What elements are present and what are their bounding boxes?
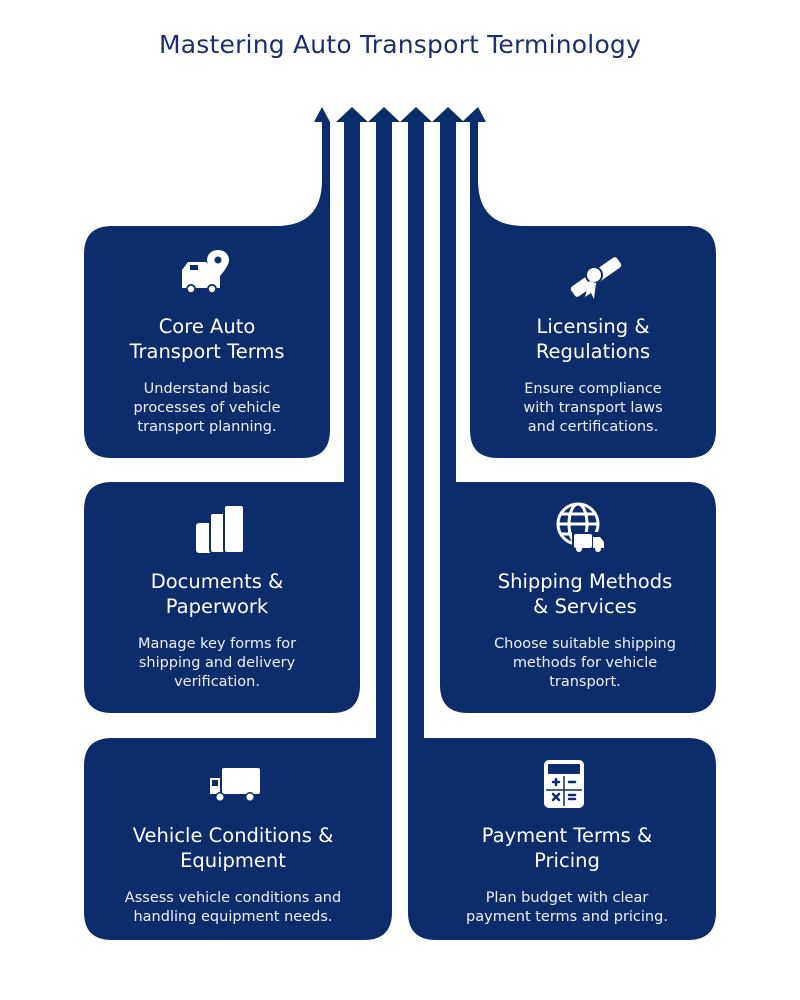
card-documents: Documents & Paperwork Manage key forms f… (88, 569, 346, 692)
card-documents-shape (84, 107, 368, 713)
certificate-diploma-icon (570, 257, 622, 299)
card-vehicle-description: Assess vehicle conditions and handling e… (124, 890, 342, 925)
car-location-pin-icon (182, 250, 229, 294)
documents-stack-icon (196, 504, 245, 554)
card-licensing: Licensing & Regulations Ensure complianc… (476, 314, 710, 437)
card-core: Core Auto Transport Terms Understand bas… (90, 314, 324, 437)
card-licensing-title: Licensing & Regulations (535, 315, 651, 363)
card-shipping-description: Choose suitable shipping methods for veh… (494, 636, 676, 690)
card-licensing-description: Ensure compliance with transport laws an… (523, 381, 663, 435)
card-documents-description: Manage key forms for shipping and delive… (137, 636, 297, 690)
card-shipping-title: Shipping Methods & Services (497, 570, 673, 618)
card-payment: Payment Terms & Pricing Plan budget with… (422, 823, 712, 927)
calculator-icon (544, 760, 584, 808)
card-vehicle-title: Vehicle Conditions & Equipment (132, 824, 334, 872)
globe-truck-icon (556, 502, 604, 552)
card-payment-description: Plan budget with clear payment terms and… (466, 890, 668, 925)
diagram-title: Mastering Auto Transport Terminology (158, 30, 642, 59)
card-documents-title: Documents & Paperwork (150, 570, 284, 618)
card-core-title: Core Auto Transport Terms (129, 315, 285, 363)
card-core-description: Understand basic processes of vehicle tr… (133, 381, 281, 435)
card-shipping-shape (432, 107, 716, 713)
card-vehicle: Vehicle Conditions & Equipment Assess ve… (88, 823, 378, 927)
truck-icon (210, 768, 260, 802)
card-payment-title: Payment Terms & Pricing (481, 824, 653, 872)
card-shipping: Shipping Methods & Services Choose suita… (456, 569, 714, 692)
